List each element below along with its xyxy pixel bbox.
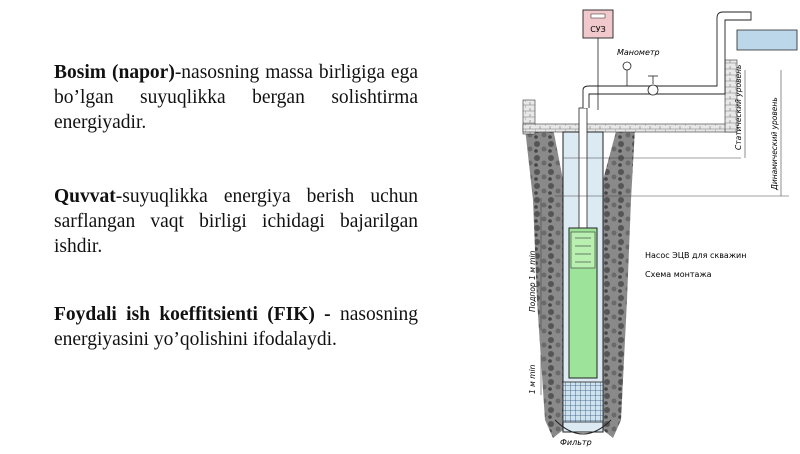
definition-efficiency: Foydali ish koeffitsienti (FIK) - nasosn… [54, 302, 418, 352]
filter-label: Фильтр [560, 438, 592, 447]
definition-efficiency-text: nasosning energiyasini yo’qolishini ifod… [54, 304, 418, 350]
term-power: Quvvat [54, 186, 116, 207]
min-gap-label: 1 м min [528, 364, 537, 394]
term-efficiency: Foydali ish koeffitsienti (FIK) - [54, 304, 331, 325]
well-bottom [554, 419, 612, 435]
pump-diagram-svg: СУЗ Манометр Статический уровень Динамич… [522, 9, 798, 447]
manometer-gauge-icon [622, 61, 632, 71]
rock-left [525, 128, 563, 438]
dynamic-level-label: Динамический уровень [770, 97, 779, 191]
scheme-label: Схема монтажа [645, 270, 712, 279]
pit-wall-right [724, 59, 738, 133]
valve-icon [647, 84, 659, 96]
definition-pressure: Bosim (napor)-nasosning massa birligiga … [54, 60, 418, 135]
tank [736, 29, 798, 51]
pump-title-label: Насос ЭЦВ для скважин [645, 251, 746, 260]
pump-installation-diagram: СУЗ Манометр Статический уровень Динамич… [505, 0, 800, 449]
pit-floor [522, 123, 738, 133]
filter-section [562, 381, 604, 423]
term-pressure: Bosim (napor) [54, 62, 175, 83]
manometer-label: Манометр [617, 48, 660, 57]
static-level-label: Статический уровень [734, 65, 743, 150]
discharge-pipe [582, 11, 752, 108]
submergence-label: Подпор 1 м min [528, 250, 537, 312]
rising-pipe [578, 107, 588, 229]
definition-power: Quvvat-suyuqlikka energiya berish uchun … [54, 184, 418, 259]
pump-top [570, 231, 596, 269]
rock-right [603, 128, 635, 438]
control-box-label: СУЗ [590, 25, 606, 34]
definition-pressure-text: -nasosning massa birligiga ega bo’lgan s… [54, 62, 418, 133]
definition-power-text: -suyuqlikka energiya berish uchun sarfla… [54, 186, 418, 257]
